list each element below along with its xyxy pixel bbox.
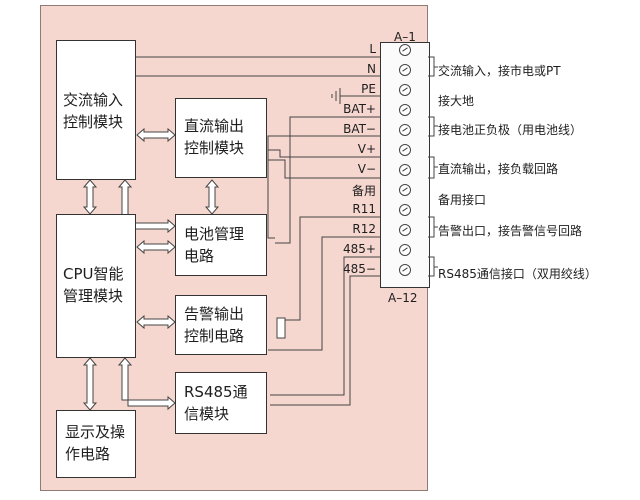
- display-module-line2: 作电路: [65, 445, 111, 463]
- battery-module-line2: 电路: [184, 247, 215, 265]
- rs485-module-line2: 信模块: [184, 405, 230, 423]
- ac-input-module: 交流输入 控制模块: [56, 40, 136, 180]
- wire-bat-minus: [267, 135, 398, 239]
- terminal-label: R11: [352, 202, 376, 216]
- battery-module: 电池管理 电路: [175, 214, 267, 276]
- wire-v-minus: [268, 159, 398, 179]
- terminal-label: V+: [357, 142, 376, 156]
- terminal-screw: [399, 164, 411, 176]
- cpu-module-line1: CPU智能: [63, 265, 124, 283]
- terminal-screw: [399, 244, 411, 256]
- ac-input-module-line1: 交流输入: [63, 91, 124, 109]
- terminal-label: PE: [361, 82, 376, 96]
- terminal-screw: [399, 64, 411, 76]
- desc-rs485: RS485通信接口（双用绞线）: [438, 267, 597, 281]
- terminal-label: R12: [352, 222, 376, 236]
- display-module-line1: 显示及操: [65, 423, 126, 441]
- cpu-module-line2: 管理模块: [63, 287, 124, 305]
- terminal-label: BAT−: [343, 122, 376, 136]
- terminal-screw: [399, 204, 411, 216]
- dc-output-module-line1: 直流输出: [184, 117, 245, 135]
- wire-r12: [268, 236, 398, 351]
- terminal-screw: [399, 104, 411, 116]
- wire-r11: [280, 216, 398, 321]
- rs485-module: RS485通 信模块: [175, 372, 267, 434]
- wire-bat-plus: [275, 116, 398, 244]
- terminal-bottom-label: A–12: [388, 291, 418, 305]
- terminal-screw: [399, 144, 411, 156]
- rs485-module-line1: RS485通: [184, 383, 248, 401]
- desc-spare: 备用接口: [438, 193, 487, 207]
- alarm-module: 告警输出 控制电路: [175, 295, 267, 355]
- ac-input-module-line2: 控制模块: [63, 113, 124, 131]
- terminal-screw: [399, 84, 411, 96]
- terminal-screw: [399, 264, 411, 276]
- desc-battery: 接电池正负极（用电池线）: [438, 123, 583, 137]
- wire-485-minus: [270, 275, 398, 406]
- wire-v-plus: [268, 149, 398, 158]
- display-module: 显示及操 作电路: [56, 410, 136, 478]
- terminal-label: 485−: [343, 262, 376, 276]
- wire-485-plus: [270, 256, 398, 396]
- desc-ac-input: 交流输入，接市电或PT: [438, 64, 561, 78]
- terminal-label: 485+: [343, 242, 376, 256]
- alarm-module-line2: 控制电路: [184, 327, 245, 345]
- dc-output-module: 直流输出 控制模块: [175, 98, 267, 178]
- terminal-label: BAT+: [343, 102, 376, 116]
- terminal-screw: [399, 184, 411, 196]
- desc-dc-output: 直流输出，接负载回路: [438, 162, 559, 176]
- desc-alarm: 告警出口，接告警信号回路: [438, 224, 583, 238]
- cpu-module: CPU智能 管理模块: [56, 214, 136, 358]
- terminal-label: V−: [357, 162, 376, 176]
- terminal-label: 备用: [351, 184, 376, 198]
- terminal-screw: [399, 44, 411, 56]
- battery-module-line1: 电池管理: [184, 225, 245, 243]
- terminal-screw: [399, 224, 411, 236]
- alarm-module-line1: 告警输出: [184, 305, 245, 323]
- desc-ground: 接大地: [438, 94, 475, 108]
- dc-output-module-line2: 控制模块: [184, 139, 245, 157]
- terminal-label: L: [369, 42, 376, 56]
- terminal-screw: [399, 124, 411, 136]
- terminal-top-label: A–1: [394, 30, 416, 44]
- terminal-label: N: [367, 62, 376, 76]
